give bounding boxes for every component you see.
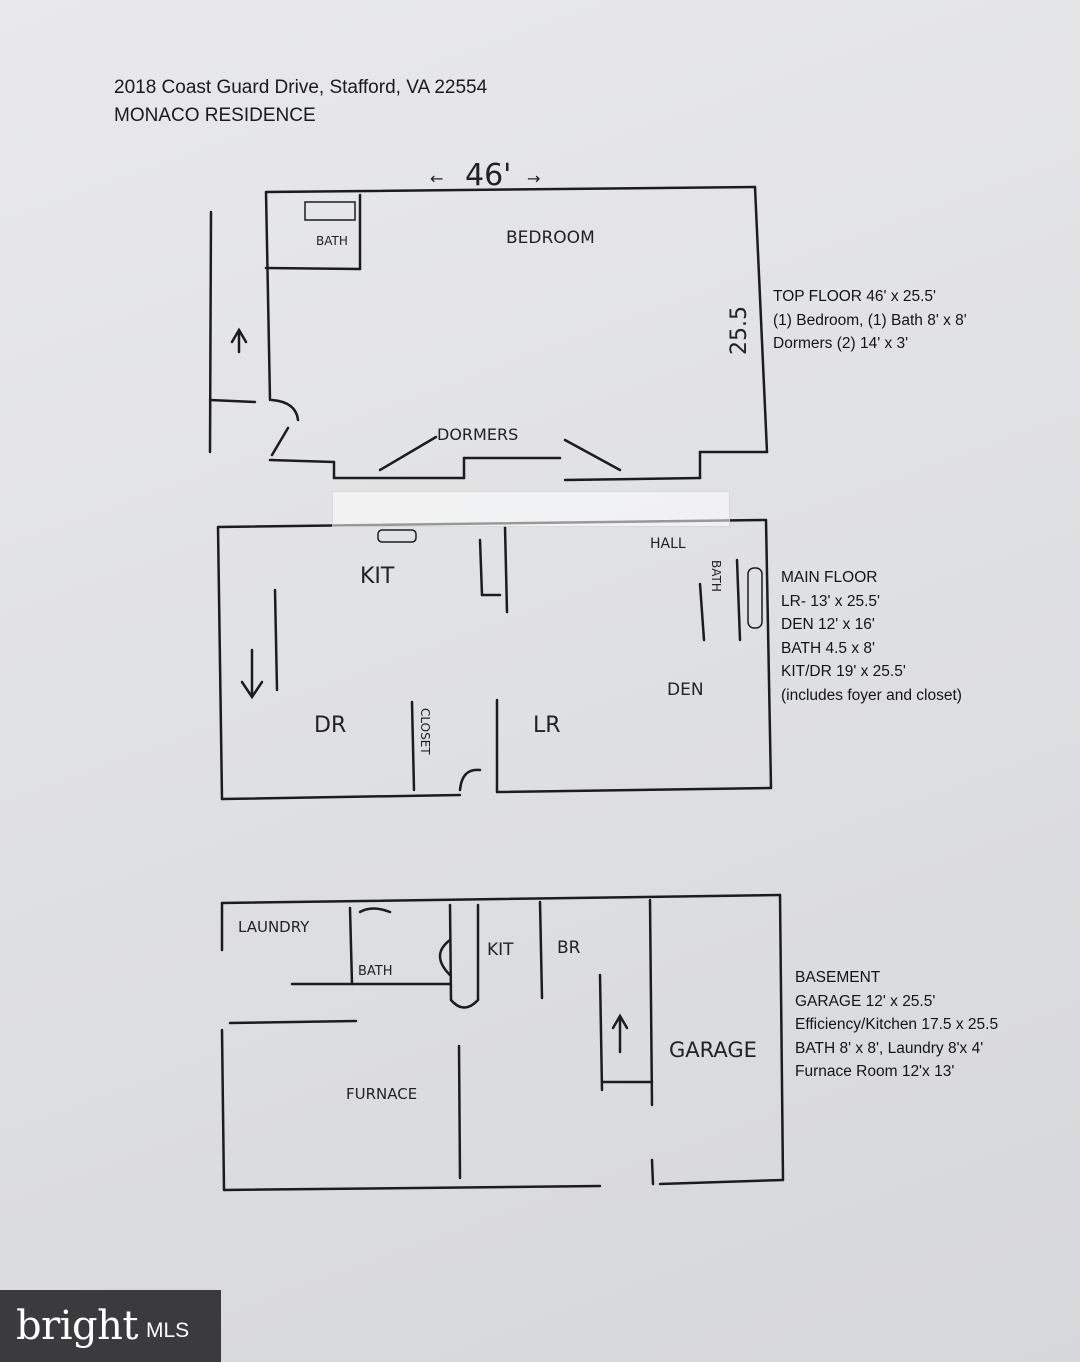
top-bath-label: BATH (316, 234, 348, 248)
main-floor-note-2: LR- 13' x 25.5' (781, 592, 880, 610)
lr-label: LR (533, 713, 561, 738)
tape-strip (332, 491, 730, 527)
top-floor-width-label: 46' (465, 158, 511, 193)
top-floor-depth-label: 25.5 (727, 306, 752, 355)
svg-text:←: ← (430, 169, 443, 188)
main-floor-note-1: MAIN FLOOR (781, 569, 878, 586)
basement-note-1: BASEMENT (795, 969, 881, 986)
main-floor-walls (216, 518, 773, 801)
furnace-label: FURNACE (346, 1085, 417, 1103)
dormers-label: DORMERS (437, 425, 518, 444)
top-floor-notes: TOP FLOOR 46' x 25.5' (1) Bedroom, (1) B… (773, 285, 967, 356)
top-floor-note-2: (1) Bedroom, (1) Bath 8' x 8' (773, 311, 967, 329)
main-kit-label: KIT (360, 564, 395, 589)
header: 2018 Coast Guard Drive, Stafford, VA 225… (114, 74, 487, 130)
watermark-brand: bright (16, 1303, 138, 1349)
bright-mls-watermark: bright MLS (0, 1290, 221, 1362)
main-floor-note-3: DEN 12' x 16' (781, 616, 875, 633)
main-bath-label: BATH (709, 560, 723, 592)
garage-label: GARAGE (669, 1038, 757, 1062)
basement-notes: BASEMENT GARAGE 12' x 25.5' Efficiency/K… (795, 966, 998, 1084)
top-floor-walls (208, 185, 769, 482)
residence-name: MONACO RESIDENCE (114, 105, 316, 126)
basement-note-5: Furnace Room 12'x 13' (795, 1063, 955, 1080)
address-line: 2018 Coast Guard Drive, Stafford, VA 225… (114, 77, 488, 98)
den-label: DEN (667, 680, 704, 700)
main-floor-note-4: BATH 4.5 x 8' (781, 639, 875, 657)
basement-note-2: GARAGE 12' x 25.5' (795, 992, 936, 1010)
basement-note-4: BATH 8' x 8', Laundry 8'x 4' (795, 1039, 984, 1057)
dr-label: DR (314, 713, 346, 738)
top-floor-note-3: Dormers (2) 14' x 3' (773, 335, 909, 352)
br-label: BR (557, 938, 581, 958)
laundry-label: LAUNDRY (238, 918, 310, 936)
basement-note-3: Efficiency/Kitchen 17.5 x 25.5 (795, 1016, 999, 1033)
top-floor-note-1: TOP FLOOR 46' x 25.5' (773, 288, 936, 305)
watermark-suffix: MLS (145, 1319, 190, 1342)
svg-text:→: → (527, 169, 540, 188)
closet-label: CLOSET (418, 708, 432, 755)
basement-kit-label: KIT (487, 940, 514, 960)
hall-label: HALL (650, 536, 686, 552)
main-floor-notes: MAIN FLOOR LR- 13' x 25.5' DEN 12' x 16'… (781, 566, 962, 707)
basement-bath-label: BATH (358, 964, 393, 979)
main-floor-note-6: (includes foyer and closet) (781, 686, 962, 704)
basement-walls (220, 893, 785, 1192)
main-floor-note-5: KIT/DR 19' x 25.5' (781, 663, 906, 680)
bedroom-label: BEDROOM (506, 228, 595, 248)
